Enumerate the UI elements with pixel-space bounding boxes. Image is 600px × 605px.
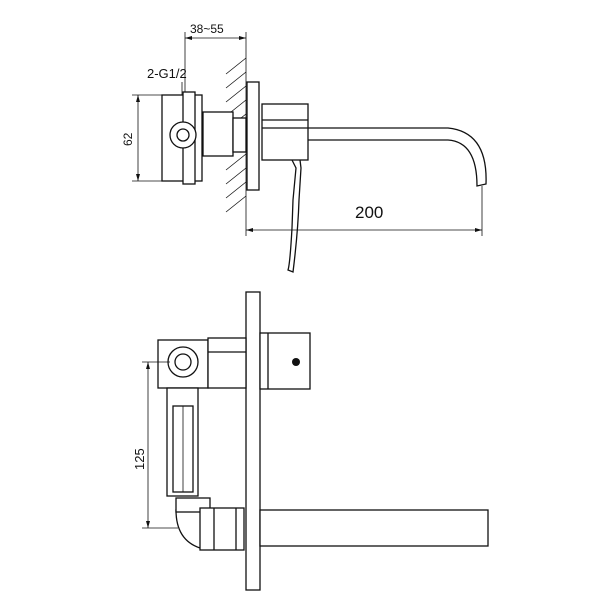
dimension-62: 62 [121, 94, 162, 182]
handle-lever [287, 159, 302, 273]
spout-front-view [259, 509, 489, 547]
bottom-view: 125 [132, 291, 489, 591]
indicator-dot [292, 358, 300, 366]
wall-plate-bottom [245, 291, 261, 591]
dimension-200: 200 [245, 186, 483, 236]
handle-block [261, 103, 309, 161]
dimension-125: 125 [132, 361, 178, 529]
label-thread: 2-G1/2 [147, 66, 187, 81]
spout-top-view [262, 127, 487, 187]
lower-connector [199, 507, 245, 551]
label-125: 125 [132, 448, 147, 470]
wall-plate-top [246, 81, 260, 191]
dimension-38-55: 38~55 [184, 22, 247, 98]
top-view: 38~55 2-G1/2 62 [121, 22, 487, 273]
label-200: 200 [355, 203, 383, 222]
valve-sleeve [202, 111, 234, 157]
valve-knob [169, 121, 197, 149]
label-62: 62 [121, 132, 135, 146]
label-38-55: 38~55 [190, 22, 224, 36]
upper-valve-knob [167, 346, 199, 378]
